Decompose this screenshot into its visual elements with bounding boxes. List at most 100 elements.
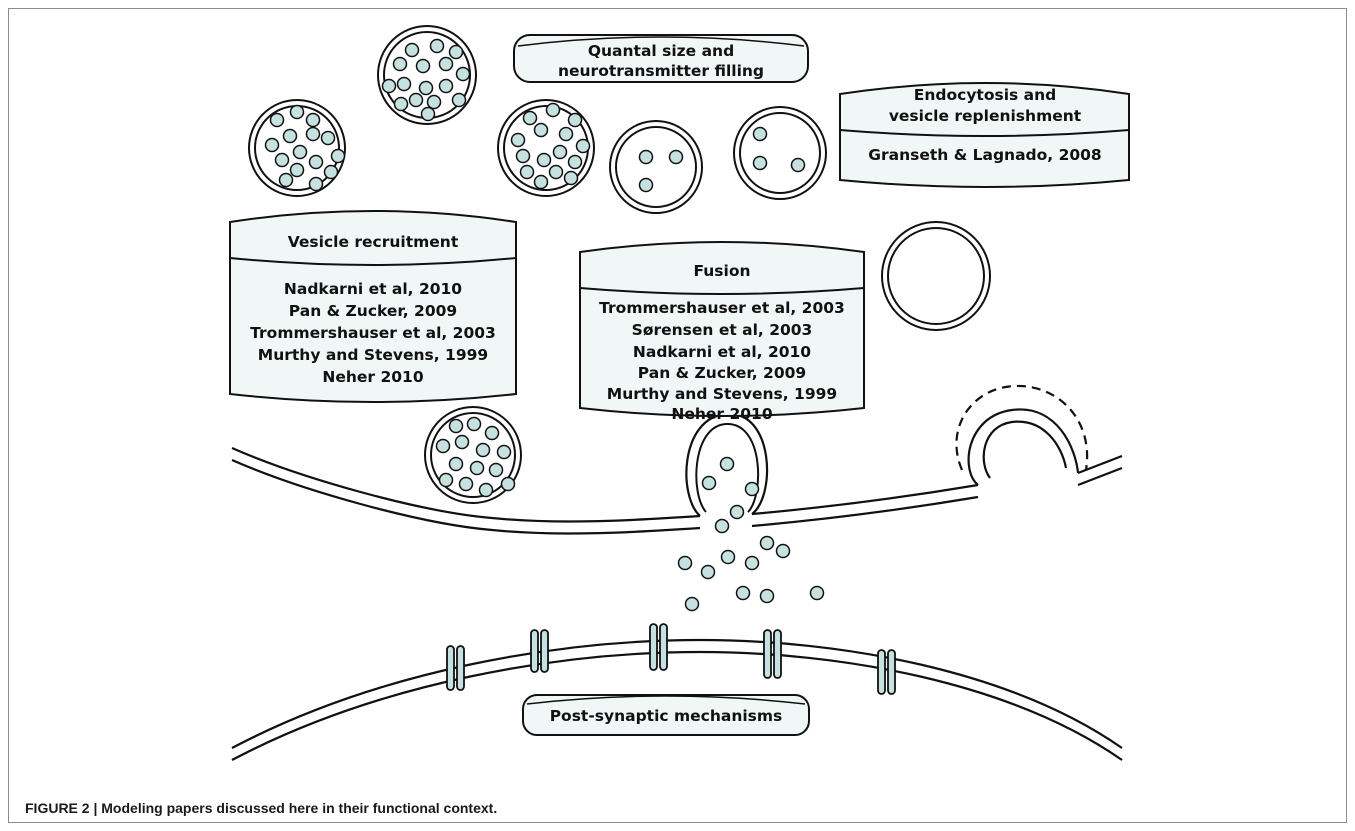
transmitter-molecule — [701, 475, 717, 491]
transmitter-molecule — [438, 78, 454, 94]
transmitter-molecule — [519, 164, 535, 180]
transmitter-molecule — [775, 543, 791, 559]
transmitter-molecule — [429, 38, 445, 54]
vesicle-partial-1 — [609, 120, 703, 214]
transmitter-molecule — [744, 555, 760, 571]
transmitter-molecule — [720, 549, 736, 565]
transmitter-molecule — [448, 456, 464, 472]
transmitter-molecule — [522, 110, 538, 126]
endocytosis-title-line1: Endocytosis and — [914, 86, 1056, 104]
neurotransmitter-molecules — [264, 38, 825, 612]
fusion-ref-4: Pan & Zucker, 2009 — [638, 364, 806, 382]
transmitter-molecule — [809, 585, 825, 601]
transmitter-molecule — [729, 504, 745, 520]
vesicle-ref-1: Nadkarni et al, 2010 — [284, 280, 462, 298]
receptor-channels — [446, 623, 896, 695]
transmitter-molecule — [536, 152, 552, 168]
transmitter-molecule — [638, 149, 654, 165]
transmitter-molecule — [545, 102, 561, 118]
transmitter-molecule — [396, 76, 412, 92]
transmitter-molecule — [719, 456, 735, 472]
transmitter-molecule — [515, 148, 531, 164]
transmitter-molecule — [418, 80, 434, 96]
transmitter-molecule — [448, 418, 464, 434]
transmitter-molecule — [488, 462, 504, 478]
fusion-box: Fusion Trommershauser et al, 2003 Sørens… — [579, 241, 865, 423]
transmitter-molecule — [469, 460, 485, 476]
quantal-size-label-line2: neurotransmitter filling — [558, 62, 764, 80]
transmitter-molecule — [381, 78, 397, 94]
endocytosis-box: Endocytosis and vesicle replenishment Gr… — [839, 82, 1130, 188]
receptor-channel — [763, 629, 782, 679]
transmitter-molecule — [552, 144, 568, 160]
transmitter-molecule — [415, 58, 431, 74]
vesicle-ref-3: Trommershauser et al, 2003 — [250, 324, 496, 342]
vesicle-recruitment-title: Vesicle recruitment — [288, 233, 459, 251]
transmitter-molecule — [392, 56, 408, 72]
transmitter-molecule — [404, 42, 420, 58]
vesicle-empty — [881, 221, 991, 331]
transmitter-molecule — [533, 122, 549, 138]
presynaptic-membrane — [231, 446, 1123, 535]
post-synaptic-box: Post-synaptic mechanisms — [522, 694, 810, 736]
transmitter-molecule — [714, 518, 730, 534]
vesicle-partial-2 — [733, 106, 827, 200]
quantal-size-label-line1: Quantal size and — [588, 42, 734, 60]
fusion-title: Fusion — [693, 262, 750, 280]
receptor-channel — [649, 623, 668, 671]
transmitter-molecule — [305, 126, 321, 142]
transmitter-molecule — [759, 588, 775, 604]
transmitter-molecule — [269, 112, 285, 128]
transmitter-molecule — [638, 177, 654, 193]
transmitter-molecule — [744, 481, 760, 497]
transmitter-molecule — [438, 56, 454, 72]
transmitter-molecule — [484, 425, 500, 441]
endocytosis-title-line2: vesicle replenishment — [889, 107, 1082, 125]
transmitter-molecule — [278, 172, 294, 188]
transmitter-molecule — [567, 112, 583, 128]
transmitter-molecule — [305, 112, 321, 128]
transmitter-molecule — [575, 138, 591, 154]
transmitter-molecule — [752, 126, 768, 142]
transmitter-molecule — [420, 106, 436, 122]
transmitter-molecule — [548, 164, 564, 180]
receptor-channel — [530, 629, 549, 673]
transmitter-molecule — [510, 132, 526, 148]
transmitter-molecule — [668, 149, 684, 165]
transmitter-molecule — [308, 154, 324, 170]
transmitter-molecule — [567, 154, 583, 170]
fusion-ref-3: Nadkarni et al, 2010 — [633, 343, 811, 361]
figure-caption: FIGURE 2 | Modeling papers discussed her… — [25, 800, 498, 816]
fusion-ref-5: Murthy and Stevens, 1999 — [607, 385, 837, 403]
endocytosis-pit — [955, 384, 1089, 486]
transmitter-molecule — [292, 144, 308, 160]
vesicle-ref-5: Neher 2010 — [322, 368, 423, 386]
transmitter-molecule — [759, 535, 775, 551]
transmitter-molecule — [330, 148, 346, 164]
post-synaptic-label: Post-synaptic mechanisms — [550, 707, 783, 725]
transmitter-molecule — [475, 442, 491, 458]
transmitter-molecule — [466, 416, 482, 432]
transmitter-molecule — [533, 174, 549, 190]
postsynaptic-membrane — [231, 638, 1123, 761]
transmitter-molecule — [426, 94, 442, 110]
transmitter-molecule — [500, 476, 516, 492]
transmitter-molecule — [289, 104, 305, 120]
transmitter-molecule — [700, 564, 716, 580]
transmitter-molecule — [455, 66, 471, 82]
transmitter-molecule — [558, 126, 574, 142]
transmitter-molecule — [735, 585, 751, 601]
synapse-diagram: Quantal size and neurotransmitter fillin… — [229, 25, 1130, 761]
vesicle-recruitment-box: Vesicle recruitment Nadkarni et al, 2010… — [229, 210, 517, 403]
transmitter-molecule — [264, 137, 280, 153]
transmitter-molecule — [752, 155, 768, 171]
endocytosis-ref: Granseth & Lagnado, 2008 — [868, 146, 1101, 164]
transmitter-molecule — [320, 130, 336, 146]
receptor-channel — [446, 645, 465, 691]
transmitter-molecule — [323, 164, 339, 180]
quantal-size-box: Quantal size and neurotransmitter fillin… — [513, 34, 809, 83]
transmitter-molecule — [454, 434, 470, 450]
vesicle-ref-2: Pan & Zucker, 2009 — [289, 302, 457, 320]
transmitter-molecule — [408, 92, 424, 108]
transmitter-molecule — [684, 596, 700, 612]
